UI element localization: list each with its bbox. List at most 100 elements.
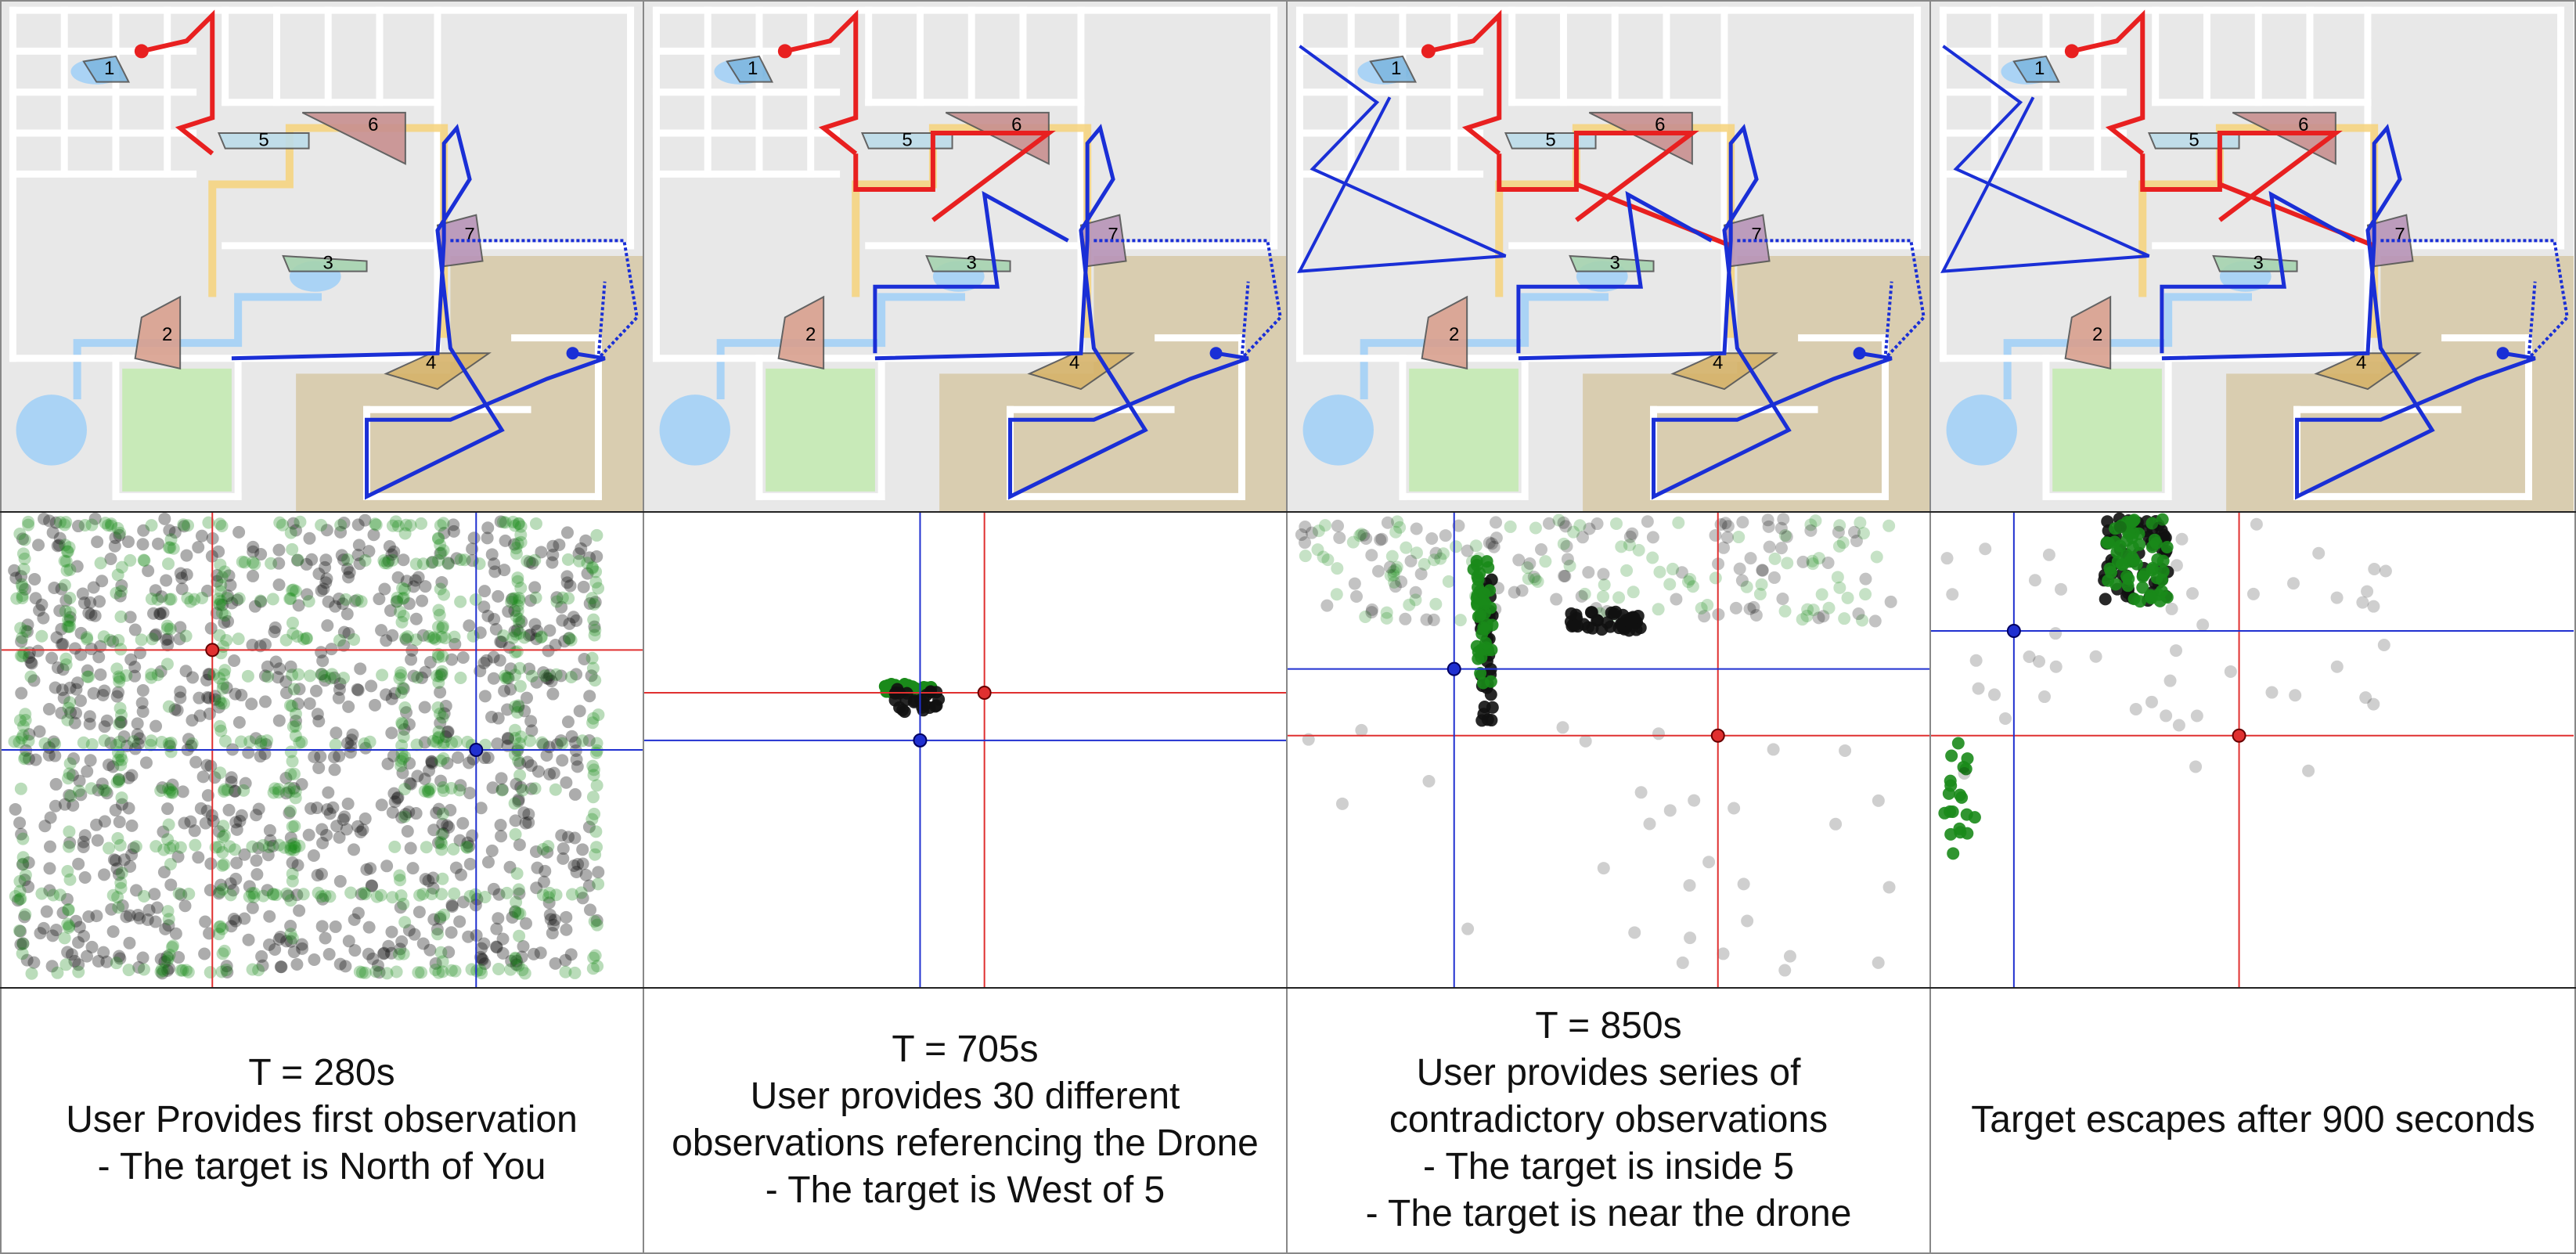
particle: [67, 752, 81, 766]
particle: [1552, 513, 1565, 527]
landmark-label: 2: [162, 324, 172, 345]
particle: [524, 782, 538, 795]
particle: [395, 889, 408, 903]
particle: [74, 694, 87, 708]
drone-path: [1497, 131, 1699, 222]
particle: [369, 518, 383, 532]
particle: [15, 827, 28, 841]
particle: [162, 919, 175, 932]
particle: [412, 571, 425, 584]
particle: [215, 519, 229, 532]
particle: [423, 943, 437, 957]
particle: [544, 913, 557, 926]
drone-marker: [1710, 728, 1725, 743]
particle: [38, 512, 51, 525]
particle: [63, 836, 77, 849]
particle: [320, 572, 333, 586]
particle: [255, 950, 268, 963]
particle: [447, 518, 460, 532]
particle: [110, 662, 124, 676]
particle: [450, 552, 463, 565]
particle: [1684, 572, 1697, 586]
particle: [257, 889, 270, 903]
particle: [204, 857, 218, 870]
particle: [100, 787, 113, 800]
particle: [161, 639, 175, 652]
particle: [366, 952, 380, 965]
particle: [342, 571, 355, 584]
particle: [218, 664, 232, 677]
particle: [49, 799, 62, 813]
particle: [164, 541, 177, 554]
particle: [1848, 525, 1861, 539]
particle: [431, 923, 444, 936]
particle: [432, 604, 445, 617]
particle: [172, 951, 186, 964]
target-position: [2496, 347, 2509, 360]
particle: [1422, 774, 1436, 787]
particle: [513, 592, 526, 605]
particle: [216, 922, 229, 935]
particle: [337, 813, 350, 827]
target-position: [1853, 347, 1866, 360]
particle: [1522, 572, 1535, 586]
particle: [92, 954, 105, 968]
particle: [481, 751, 495, 764]
particle: [283, 785, 296, 798]
pond: [16, 395, 87, 466]
particle: [590, 779, 603, 792]
particle: [117, 730, 131, 743]
particle: [1717, 947, 1730, 960]
particle: [435, 665, 449, 678]
particle: [8, 564, 21, 577]
particle: [408, 928, 421, 941]
particle: [1646, 551, 1659, 564]
particle: [315, 668, 329, 681]
particle: [1612, 622, 1626, 635]
particle: [317, 582, 330, 596]
sand-area: [1583, 256, 1930, 512]
particle: [1741, 914, 1754, 928]
particle: [590, 913, 603, 927]
particle: [59, 516, 73, 529]
grass-area: [122, 368, 232, 492]
particle: [1469, 539, 1483, 553]
particle: [513, 887, 526, 900]
particle: [481, 532, 494, 545]
particle: [22, 752, 35, 766]
particle: [289, 714, 302, 727]
landmark-label: 5: [1545, 129, 1555, 150]
particle: [42, 702, 56, 715]
particle: [160, 658, 174, 671]
particle: [480, 654, 493, 667]
particle: [124, 859, 137, 873]
particle: [495, 784, 509, 797]
particle: [326, 668, 339, 681]
particle: [1961, 752, 1974, 766]
particle: [13, 924, 26, 937]
particle: [438, 588, 451, 601]
particle: [402, 924, 416, 937]
particle: [166, 785, 179, 798]
particle: [78, 871, 92, 885]
particle: [84, 754, 97, 767]
particle: [582, 820, 596, 834]
particle: [590, 550, 603, 563]
particle: [516, 784, 529, 797]
particle: [1634, 622, 1647, 635]
particle: [420, 841, 433, 854]
particle: [254, 750, 267, 763]
particle: [1735, 574, 1749, 587]
particle: [475, 967, 488, 980]
particle: [337, 597, 350, 611]
particle: [572, 547, 585, 560]
particle: [1868, 614, 1882, 628]
particle: [1676, 956, 1689, 969]
particle: [1295, 528, 1308, 542]
particle: [72, 857, 85, 870]
particle: [145, 668, 158, 681]
particle: [72, 958, 85, 971]
particle: [184, 595, 197, 608]
particle: [14, 622, 27, 635]
particle: [1567, 525, 1580, 539]
